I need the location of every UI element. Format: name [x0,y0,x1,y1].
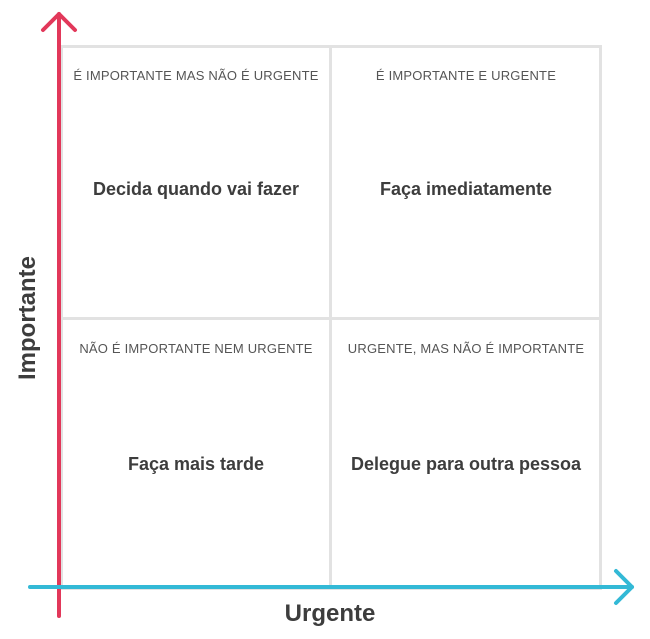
horizontal-divider [60,317,602,320]
y-axis-arrowhead [41,12,77,32]
quadrant-caption: URGENTE, MAS NÃO É IMPORTANTE [347,341,585,356]
quadrant-action: Decida quando vai fazer [92,179,300,199]
quadrant-action: Faça mais tarde [127,454,265,474]
x-axis-label: Urgente [284,600,376,627]
y-axis-arrow [41,12,77,618]
y-axis-label: Importante [14,255,41,381]
quadrant-caption: É IMPORTANTE E URGENTE [375,68,557,83]
x-axis-arrowhead [614,569,634,605]
quadrant-caption: NÃO É IMPORTANTE NEM URGENTE [79,341,313,356]
quadrant-action: Delegue para outra pessoa [350,454,582,474]
quadrant-action: Faça imediatamente [379,179,553,199]
x-axis-arrow [28,569,634,605]
quadrant-caption: É IMPORTANTE MAS NÃO É URGENTE [73,68,319,83]
